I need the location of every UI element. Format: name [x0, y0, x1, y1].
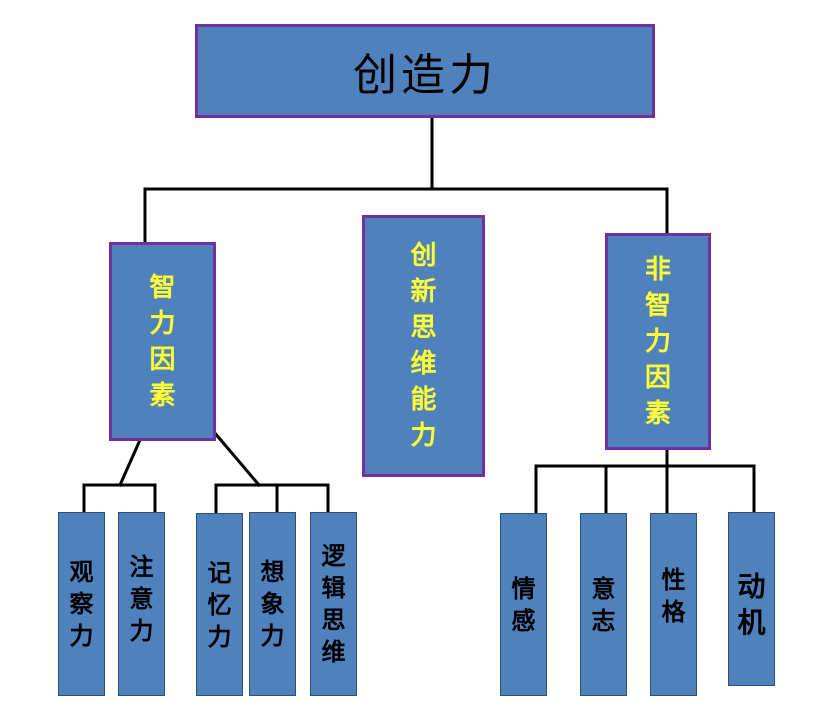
node-attention-label: 注 意 力 — [129, 552, 154, 645]
node-creativity: 创造力 — [195, 24, 655, 118]
node-attention: 注 意 力 — [118, 512, 165, 696]
node-innovative-thinking-label: 创 新 思 维 能 力 — [410, 241, 437, 451]
node-innovative-thinking: 创 新 思 维 能 力 — [362, 215, 485, 477]
node-emotion: 情 感 — [500, 513, 547, 696]
node-motivation: 动 机 — [728, 512, 775, 686]
node-non-intellectual-factors-label: 非 智 力 因 素 — [644, 254, 671, 429]
connector-intellectual-right-diagonal — [211, 429, 262, 488]
node-creativity-label: 创造力 — [353, 50, 497, 101]
node-observation: 观 察 力 — [58, 512, 105, 696]
node-memory: 记 忆 力 — [196, 513, 243, 696]
node-observation-label: 观 察 力 — [69, 557, 94, 650]
node-logical-thinking: 逻 辑 思 维 — [310, 512, 357, 696]
node-intellectual-factors: 智 力 因 素 — [109, 242, 216, 441]
node-motivation-label: 动 机 — [737, 570, 766, 639]
node-imagination: 想 象 力 — [249, 512, 296, 696]
node-will: 意 志 — [580, 513, 627, 696]
node-will-label: 意 志 — [591, 573, 616, 635]
connector-intellectual-left-diagonal — [118, 438, 142, 487]
node-emotion-label: 情 感 — [511, 573, 536, 635]
node-personality-label: 性 格 — [661, 565, 686, 626]
node-imagination-label: 想 象 力 — [260, 557, 285, 650]
node-memory-label: 记 忆 力 — [207, 557, 232, 651]
node-non-intellectual-factors: 非 智 力 因 素 — [605, 233, 711, 450]
node-logical-thinking-label: 逻 辑 思 维 — [321, 541, 346, 666]
node-personality: 性 格 — [650, 513, 697, 696]
node-intellectual-factors-label: 智 力 因 素 — [149, 272, 176, 411]
